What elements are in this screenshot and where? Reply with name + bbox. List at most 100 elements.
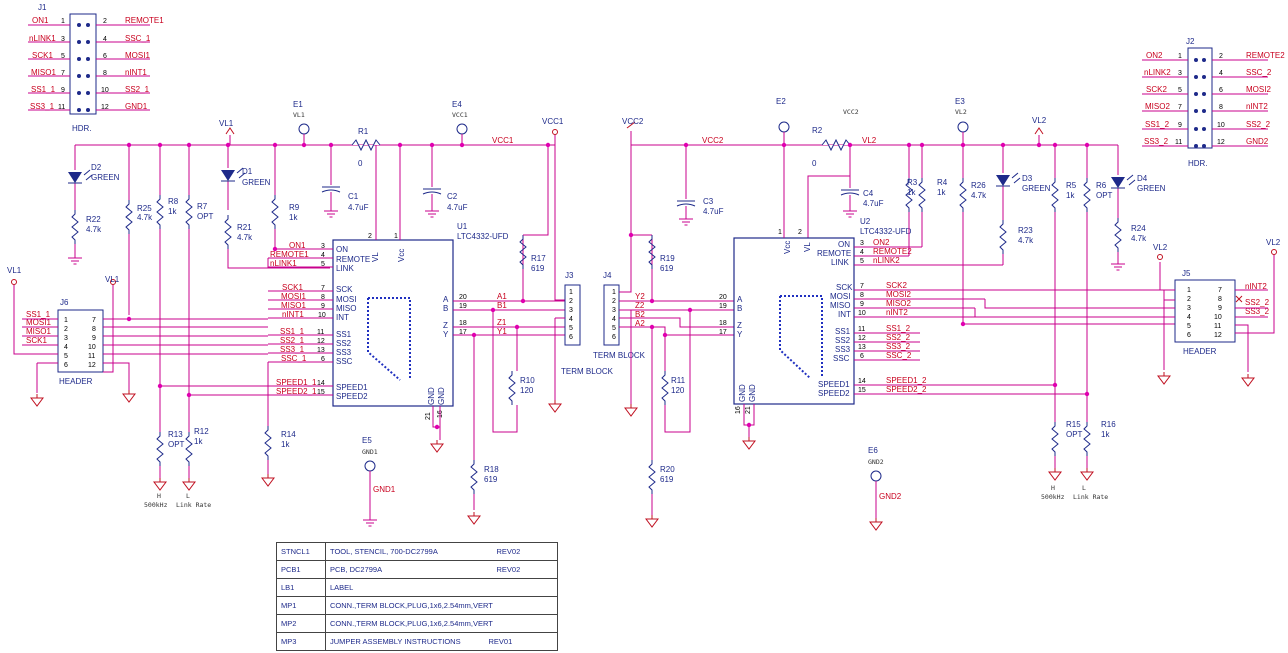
svg-text:SPEED1: SPEED1 — [336, 383, 368, 392]
r21-resistor-icon — [224, 214, 232, 250]
svg-text:18: 18 — [719, 320, 727, 327]
r6-resistor-icon — [1083, 177, 1091, 213]
r2-zigzag-icon — [821, 138, 851, 152]
u2-gnd-icon — [742, 436, 756, 450]
u2-pin-gnd-a: GND — [738, 384, 747, 402]
r7-value: OPT — [197, 212, 214, 221]
svg-text:4: 4 — [1187, 314, 1191, 321]
svg-text:5: 5 — [569, 325, 573, 332]
svg-text:9: 9 — [860, 301, 864, 308]
junction-dots — [126, 142, 1090, 430]
svg-text:MISO2: MISO2 — [886, 299, 911, 308]
r15-value: OPT — [1066, 430, 1083, 439]
svg-text:LINK: LINK — [336, 264, 354, 273]
svg-text:SPEED1_1: SPEED1_1 — [276, 378, 317, 387]
j3-gnd-icon — [548, 399, 562, 413]
svg-text:4: 4 — [64, 344, 68, 351]
c1-cap-icon — [321, 186, 341, 193]
j6-body — [57, 309, 104, 373]
j1-pin-11: 11 — [58, 104, 65, 111]
connector-j1: J1 HDR. ON1 nLINK1 SCK1 MISO1 SS1_1 SS3_… — [28, 3, 164, 133]
j1-pin-dots — [77, 23, 90, 112]
e4-ref: E4 — [452, 100, 462, 109]
svg-text:SPEED2_2: SPEED2_2 — [886, 385, 927, 394]
svg-text:20: 20 — [719, 294, 727, 301]
c4-gnd-icon — [842, 204, 858, 218]
r17-ref: R17 — [531, 254, 546, 263]
r5-resistor-icon — [1051, 177, 1059, 213]
vcc2-net-label: VCC2 — [702, 136, 724, 145]
svg-text:REMOTE: REMOTE — [336, 255, 370, 264]
svg-text:3: 3 — [860, 240, 864, 247]
svg-text:2: 2 — [612, 298, 616, 305]
resistor-r12: R12 1k — [182, 427, 209, 491]
j2-pin-4: 4 — [1219, 70, 1223, 77]
svg-text:8: 8 — [321, 294, 325, 301]
j3-body — [564, 284, 581, 346]
svg-text:SS2_1: SS2_1 — [280, 336, 305, 345]
j1-net-l1: ON1 — [32, 16, 49, 25]
svg-text:10: 10 — [318, 312, 326, 319]
r10-value: 120 — [520, 386, 534, 395]
r9-resistor-icon — [271, 194, 279, 230]
svg-text:SS1: SS1 — [336, 330, 352, 339]
svg-text:2: 2 — [569, 298, 573, 305]
j1-type: HDR. — [72, 124, 92, 133]
svg-text:nLINK1: nLINK1 — [270, 259, 297, 268]
svg-text:SPEED1: SPEED1 — [818, 380, 850, 389]
svg-text:Y1: Y1 — [497, 327, 507, 336]
j2-pin-3: 3 — [1178, 70, 1182, 77]
u1-pin-vl: VL — [371, 252, 380, 262]
resistor-r19: R19 619 — [631, 234, 675, 273]
svg-text:5: 5 — [612, 325, 616, 332]
svg-text:A2: A2 — [635, 319, 645, 328]
r11-ref: R11 — [671, 376, 686, 385]
svg-text:LINK: LINK — [831, 258, 849, 267]
d3-led-icon — [995, 172, 1021, 187]
j1-pin-7: 7 — [61, 70, 65, 77]
j1-pin-8: 8 — [103, 70, 107, 77]
j2-left-nets: ON2 nLINK2 SCK2 MISO2 SS1_2 SS3_2 — [1144, 51, 1171, 146]
svg-text:3: 3 — [64, 335, 68, 342]
u1-pin-1: 1 — [394, 233, 398, 240]
vl2-top-port: VL2 — [1032, 116, 1047, 145]
svg-text:3: 3 — [1187, 305, 1191, 312]
r12-ref: R12 — [194, 427, 209, 436]
e2-testpoint-icon — [778, 121, 790, 133]
svg-text:9: 9 — [92, 335, 96, 342]
svg-text:14: 14 — [317, 380, 325, 387]
svg-text:L: L — [1082, 484, 1086, 492]
c1-ref: C1 — [348, 192, 359, 201]
j1-pin-12: 12 — [101, 104, 109, 111]
r3-ref: R3 — [907, 178, 918, 187]
svg-text:nLINK2: nLINK2 — [873, 256, 900, 265]
svg-text:13: 13 — [858, 344, 866, 351]
j6-ref: J6 — [60, 298, 69, 307]
u1-pin-gnd-a: GND — [427, 387, 436, 405]
u1-body — [332, 239, 454, 407]
vl1-vcc1-wire — [75, 135, 565, 301]
svg-text:7: 7 — [1218, 287, 1222, 294]
vcc1-port-icon — [552, 129, 558, 135]
svg-text:8: 8 — [1218, 296, 1222, 303]
vl2-j5-label-b: VL2 — [1266, 238, 1281, 247]
d1-ref: D1 — [242, 167, 253, 176]
testpoint-e6: E6 GND2 GND2 — [868, 446, 902, 531]
svg-text:12: 12 — [858, 335, 866, 342]
resistor-r18: R18 619 — [467, 459, 499, 525]
vl2-arrow-icon — [1034, 127, 1044, 135]
j1-pin-6: 6 — [103, 53, 107, 60]
e1-net: VL1 — [293, 111, 305, 119]
c1-gnd-icon — [323, 204, 339, 218]
c3-ref: C3 — [703, 197, 714, 206]
j2-type: HDR. — [1188, 159, 1208, 168]
j1-pin-2: 2 — [103, 18, 107, 25]
svg-text:2: 2 — [1187, 296, 1191, 303]
r26-ref: R26 — [971, 181, 986, 190]
vl1-j6-port-icon-b — [110, 279, 116, 285]
j1-ref: J1 — [38, 3, 47, 12]
